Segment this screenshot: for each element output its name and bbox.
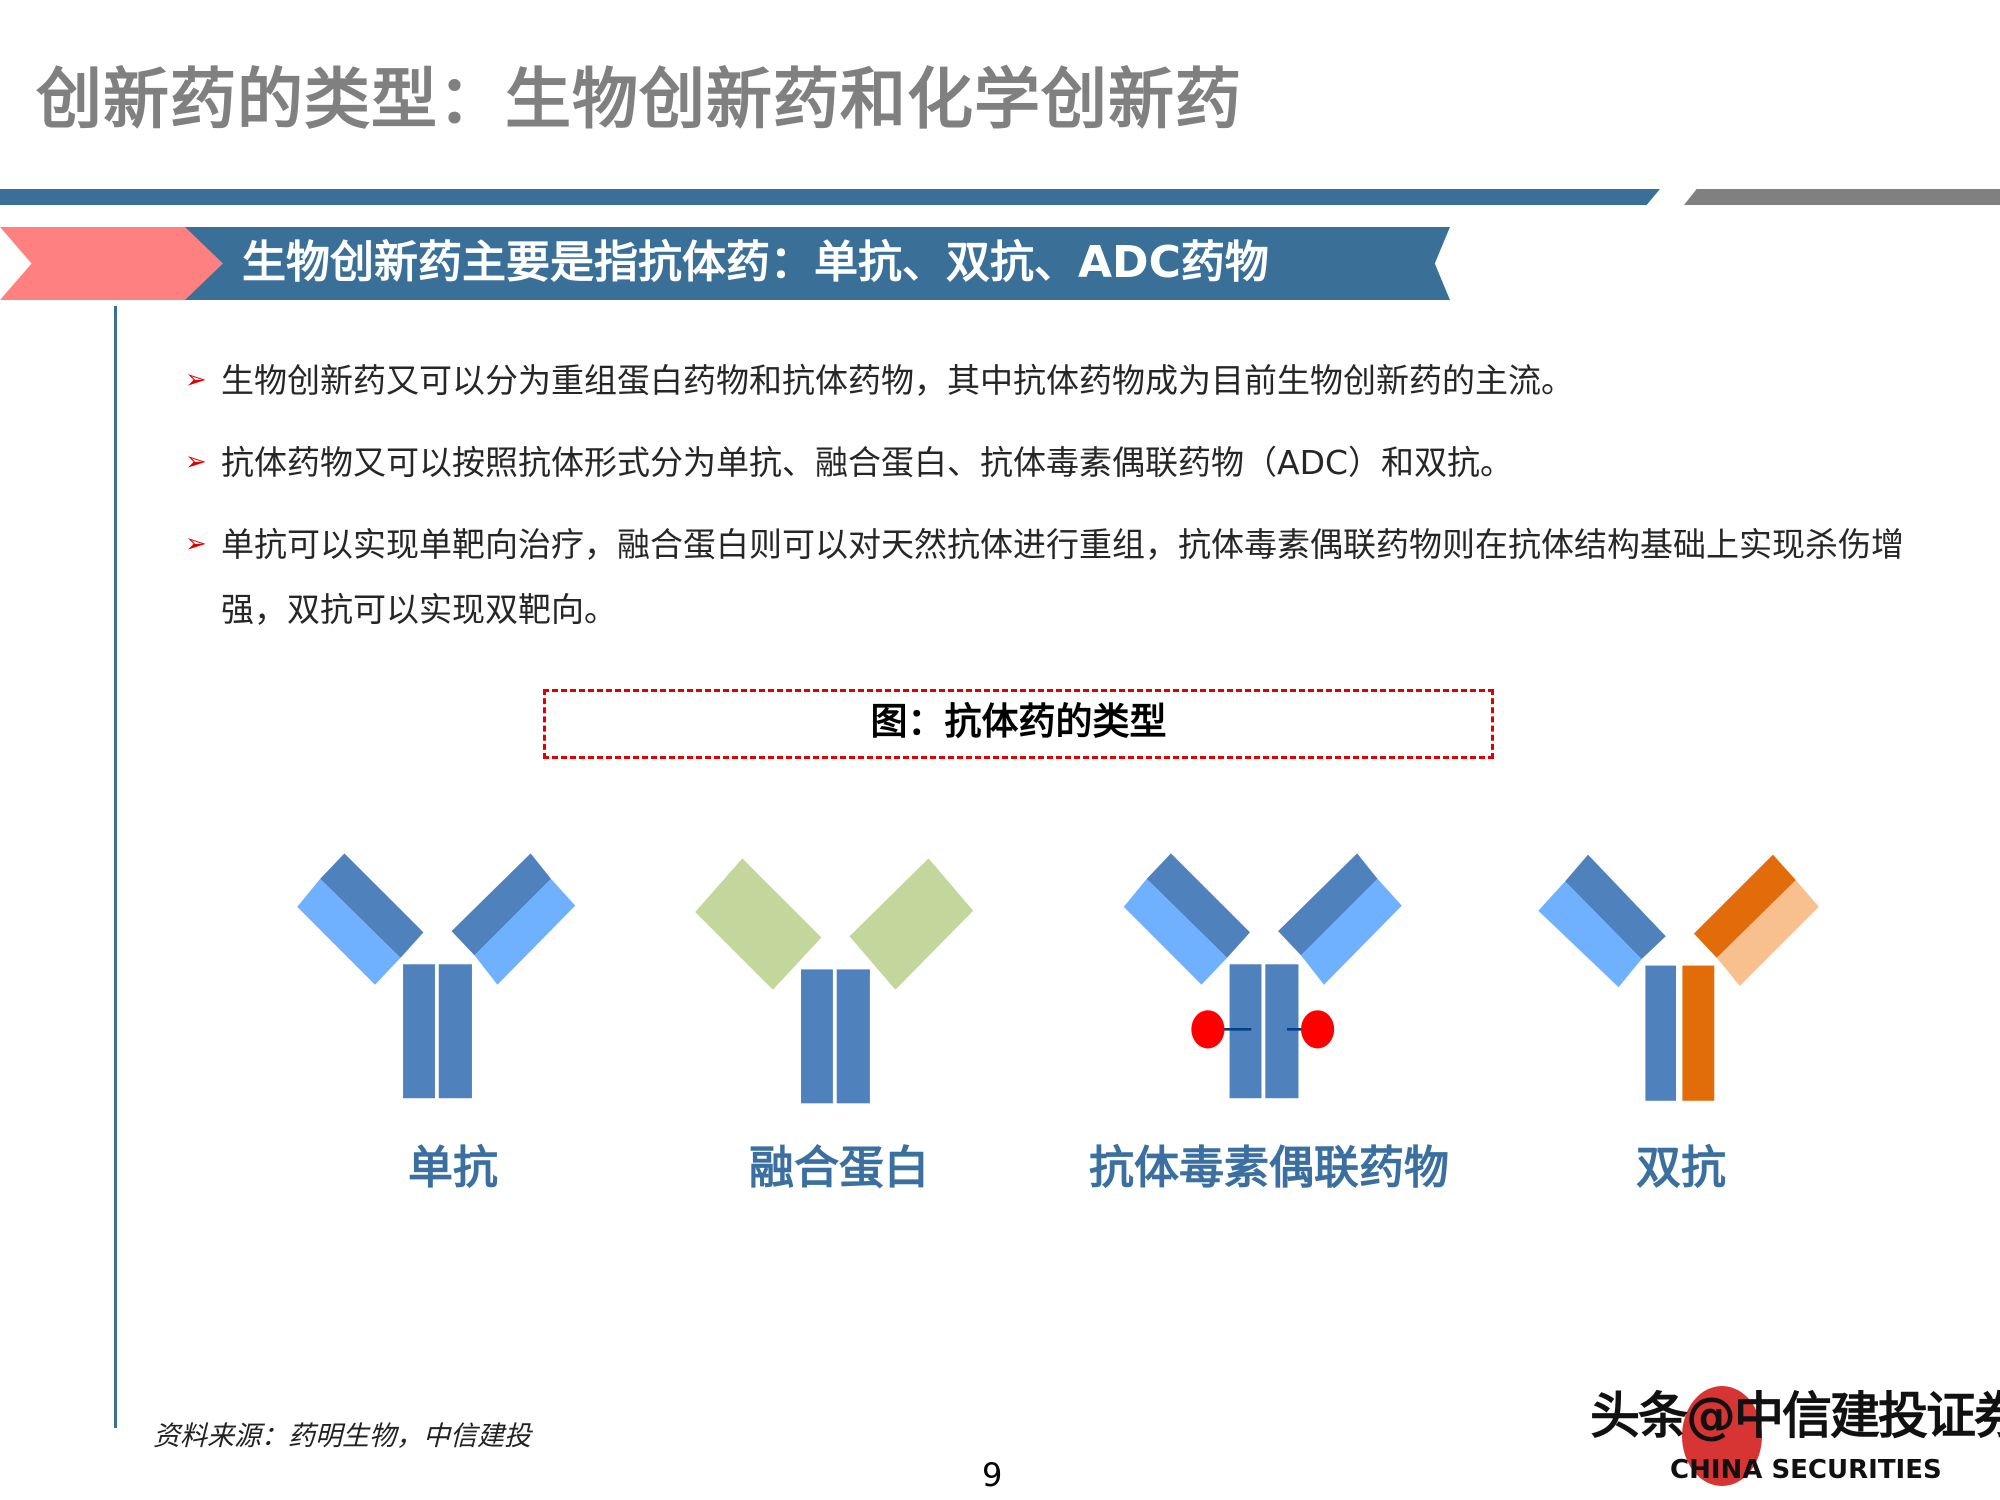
payload-drug-dot [1301,1010,1335,1049]
arrow-bullet-icon: ➢ [185,447,207,477]
bullet-text: 抗体药物又可以按照抗体形式分为单抗、融合蛋白、抗体毒素偶联药物（ADC）和双抗。 [221,443,1514,482]
seal-icon [1682,1386,1762,1486]
fusion-protein-diagram [695,858,974,1104]
bullet-text: 生物创新药又可以分为重组蛋白药物和抗体药物，其中抗体药物成为目前生物创新药的主流… [221,361,1574,400]
figure-title: 图：抗体药的类型 [870,700,1167,743]
bullet-item: ➢ 抗体药物又可以按照抗体形式分为单抗、融合蛋白、抗体毒素偶联药物（ADC）和双… [185,430,1945,495]
section-ribbon [185,227,1450,300]
left-divider-line [114,306,117,1428]
source-note: 资料来源：药明生物，中信建投 [153,1421,531,1452]
monoclonal-antibody-diagram [297,853,576,1099]
adc-diagram [1123,853,1402,1099]
label-bispecific: 双抗 [1635,1141,1726,1194]
watermark-subtext: CHINA SECURITIES [1670,1455,1942,1485]
label-fusion-protein: 融合蛋白 [748,1141,929,1194]
watermark-logo: 头条@中信建投证券 CHINA SECURITIES [1590,1386,2000,1496]
ribbon-chevron [0,227,225,300]
section-heading: 生物创新药主要是指抗体药：单抗、双抗、ADC药物 [242,237,1269,288]
bullet-text: 单抗可以实现单靶向治疗，融合蛋白则可以对天然抗体进行重组，抗体毒素偶联药物则在抗… [221,525,1904,629]
arrow-bullet-icon: ➢ [185,365,207,395]
page-number: 9 [982,1456,1003,1494]
page-title: 创新药的类型：生物创新药和化学创新药 [36,61,1242,138]
title-underline-bar [0,189,1660,205]
label-monoclonal: 单抗 [407,1141,498,1194]
figure-title-box [543,689,1494,759]
bispecific-antibody-diagram [1538,854,1819,1101]
bullet-item: ➢ 生物创新药又可以分为重组蛋白药物和抗体药物，其中抗体药物成为目前生物创新药的… [185,348,1945,413]
payload-drug-dot [1191,1010,1225,1049]
watermark-text: 头条@中信建投证券 [1590,1387,2000,1445]
arrow-bullet-icon: ➢ [185,529,207,559]
bullet-item: ➢ 单抗可以实现单靶向治疗，融合蛋白则可以对天然抗体进行重组，抗体毒素偶联药物则… [185,512,1945,642]
label-adc: 抗体毒素偶联药物 [1088,1141,1449,1194]
title-underline-gray-bar [1684,189,2000,205]
